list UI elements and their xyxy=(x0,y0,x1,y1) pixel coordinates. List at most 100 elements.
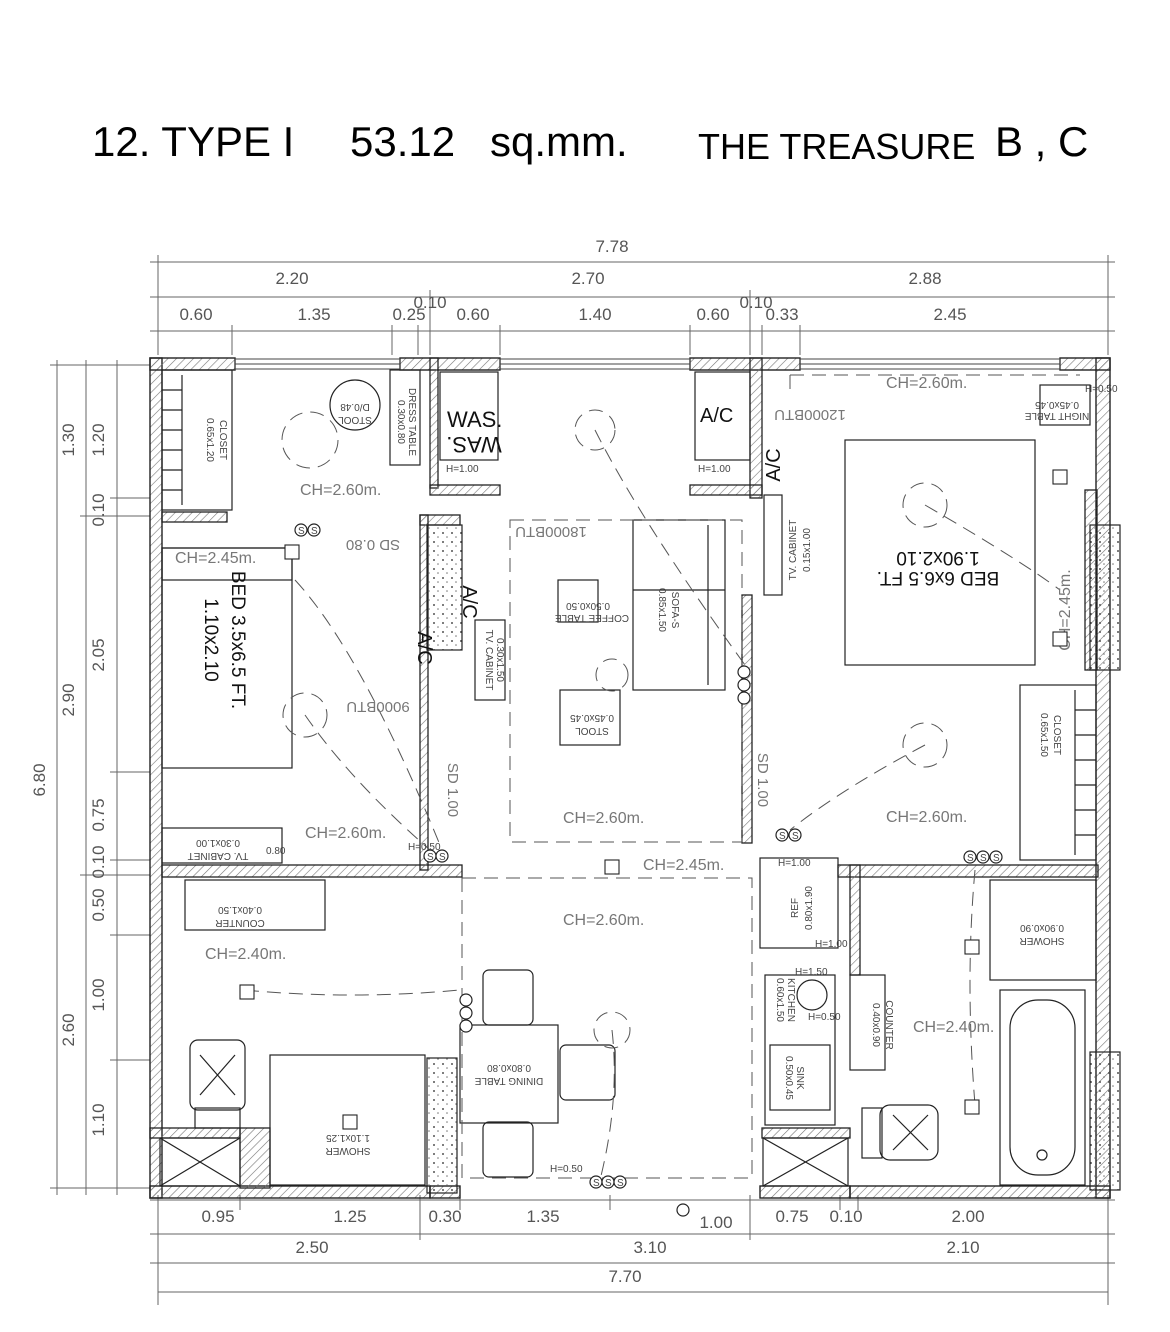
dim-bottom-3: 2.10 xyxy=(946,1238,979,1257)
dress-table-label: DRESS TABLE xyxy=(406,388,417,456)
svg-text:S: S xyxy=(617,1178,624,1189)
tv-cabinet-middle-label: TV. CABINET xyxy=(483,630,494,691)
svg-text:S: S xyxy=(967,853,974,864)
ac-label-top: A/C xyxy=(700,405,733,427)
toilet-right xyxy=(861,1104,939,1161)
sink-label: SINK xyxy=(794,1066,805,1090)
dim-bottom-d: 1.35 xyxy=(526,1207,559,1226)
dining-table-size: 0.80x0.80 xyxy=(487,1062,531,1073)
tv-cabinet-bl-size: 0.30x1.00 xyxy=(196,837,240,848)
sd-100-left: SD 1.00 xyxy=(444,763,461,817)
dim-left-1: 1.30 xyxy=(59,423,78,456)
shower-left-label: SHOWER xyxy=(326,1145,371,1156)
dress-table xyxy=(389,369,421,466)
shower-right xyxy=(989,879,1097,981)
counter-left-label: COUNTER xyxy=(215,917,264,928)
ref-label: REF xyxy=(790,898,801,918)
light-points xyxy=(239,469,1068,1130)
dim-left-d: 0.75 xyxy=(89,798,108,831)
dimension-lines-bottom xyxy=(150,1195,1115,1305)
counter-left-size: 0.40x1.50 xyxy=(218,904,262,915)
single-bed-size: 1.10x2.10 xyxy=(200,598,221,681)
sink-size: 0.50x0.45 xyxy=(783,1056,794,1100)
kitchen-counter xyxy=(764,974,836,1126)
closet-right-size: 0.65x1.50 xyxy=(1038,713,1049,757)
switch-symbols xyxy=(294,523,1003,1217)
counter-left xyxy=(184,879,326,931)
single-bed-label: BED 3.5x6.5 FT. xyxy=(227,571,248,709)
ch-dining: CH=2.60m. xyxy=(563,912,644,929)
btu-bedroom: 9000BTU xyxy=(346,698,409,715)
dining-table-label: DINING TABLE xyxy=(474,1075,543,1086)
storage-bottom-right xyxy=(762,1137,849,1187)
tv-cabinet-middle xyxy=(474,619,506,701)
dim-bottom-h: 2.00 xyxy=(951,1207,984,1226)
unit-area: 53.12 xyxy=(350,118,456,165)
tv-cabinet-right-size: 0.15x1.00 xyxy=(802,528,813,572)
ac-label-master: A/C xyxy=(763,448,785,481)
dim-top-g: 0.60 xyxy=(696,305,729,324)
dim-bottom-b: 1.25 xyxy=(333,1207,366,1226)
tv-cabinet-middle-size: 0.30x1.50 xyxy=(494,638,505,682)
dim-left-2: 2.90 xyxy=(59,683,78,716)
washer-label-flip: WAS. xyxy=(446,432,501,457)
svg-text:S: S xyxy=(311,526,318,537)
btu-living: 18000BTU xyxy=(515,523,587,540)
dim-top-d: 0.10 xyxy=(413,293,446,312)
washer-label: WAS. xyxy=(447,407,502,432)
closet-size: 0.65x1.20 xyxy=(204,418,215,462)
dim-top-f: 1.40 xyxy=(578,305,611,324)
dress-table-size: 0.30x0.80 xyxy=(395,400,406,444)
shower-left xyxy=(269,1054,426,1186)
ch-living: CH=2.60m. xyxy=(563,810,644,827)
ac-unit-top xyxy=(694,371,751,461)
sofa-label: SOFA-S xyxy=(669,592,680,629)
dining-table xyxy=(459,1024,559,1124)
ch-bed-small: CH=2.45m. xyxy=(175,550,256,567)
tv-cabinet-bl-h: 0.80 xyxy=(266,846,286,857)
ceiling-lines xyxy=(244,374,1080,1181)
svg-text:S: S xyxy=(605,1178,612,1189)
switch-h-dining: H=0.50 xyxy=(550,1164,583,1175)
master-bed-label: BED 6x6.5 FT. xyxy=(877,567,1000,588)
svg-text:S: S xyxy=(993,853,1000,864)
dim-top-b: 1.35 xyxy=(297,305,330,324)
dim-overall-left: 6.80 xyxy=(30,763,49,796)
dim-bottom-f: 0.75 xyxy=(775,1207,808,1226)
dining-chair-top xyxy=(482,969,534,1026)
switch-h-bedroom: H=0.50 xyxy=(408,842,441,853)
tv-cabinet-right-label: TV. CABINET xyxy=(788,520,799,581)
dim-top-a: 0.60 xyxy=(179,305,212,324)
ch-master-top: CH=2.60m. xyxy=(886,375,967,392)
dim-left-h: 1.10 xyxy=(89,1103,108,1136)
ch-hall: CH=2.45m. xyxy=(643,857,724,874)
bottom-dimensions: 0.95 1.25 0.30 1.35 1.00 0.75 0.10 2.00 … xyxy=(201,1207,984,1286)
btu-master: 12000BTU xyxy=(774,406,846,423)
windows xyxy=(234,358,1061,370)
toilet-left xyxy=(189,1039,246,1129)
ceiling-heights: CH=2.60m. CH=2.60m. CH=2.45m. CH=2.45m. … xyxy=(175,375,1074,1036)
dim-top-h: 0.10 xyxy=(739,293,772,312)
sofa xyxy=(632,519,726,691)
dim-top-j: 2.45 xyxy=(933,305,966,324)
svg-text:S: S xyxy=(427,852,434,863)
coffee-table-label: COFFEE TABLE xyxy=(555,612,629,623)
closet-top-left xyxy=(161,369,233,511)
dim-bottom-e: 1.00 xyxy=(699,1213,732,1232)
washer xyxy=(439,371,499,461)
sd-080: SD 0.80 xyxy=(346,536,400,553)
dim-overall-bottom: 7.70 xyxy=(608,1267,641,1286)
dim-overall-top: 7.78 xyxy=(595,237,628,256)
bathtub xyxy=(999,989,1086,1186)
dim-top-1: 2.20 xyxy=(275,269,308,288)
ch-bedroom-top: CH=2.60m. xyxy=(300,482,381,499)
stool-round xyxy=(329,379,381,431)
dim-bottom-g: 0.10 xyxy=(829,1207,862,1226)
stool-size: D/0.48 xyxy=(340,401,370,412)
ac-h: H=1.00 xyxy=(698,464,731,475)
svg-text:S: S xyxy=(792,831,799,842)
tv-cabinet-bl-label: TV. CABINET xyxy=(188,850,249,861)
kitchen-h-050: H=0.50 xyxy=(808,1012,841,1023)
exterior-walls xyxy=(149,357,1111,1199)
